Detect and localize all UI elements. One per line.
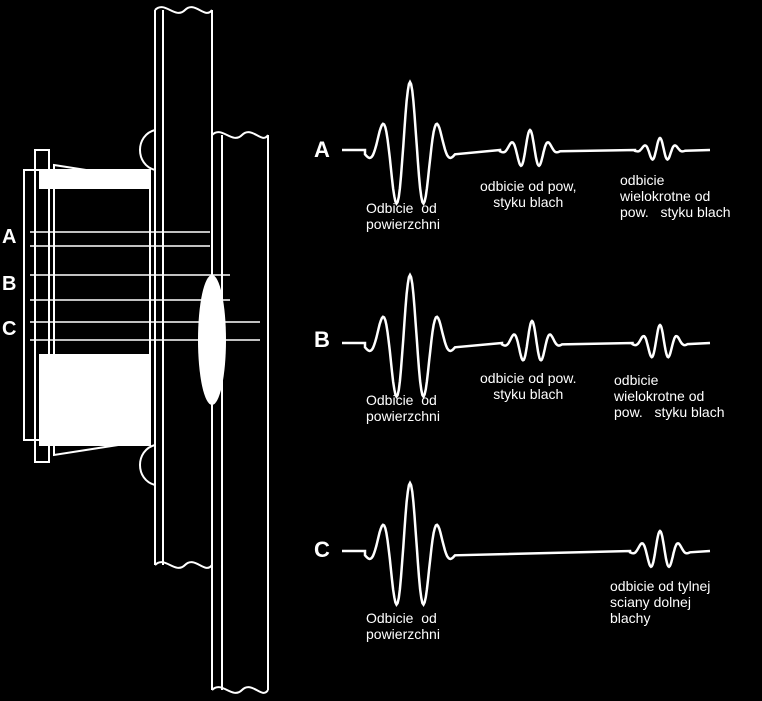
side-label-c: C [2, 318, 17, 340]
trace-b [342, 272, 711, 399]
lower-sheet [211, 131, 269, 694]
b-echo1-label: Odbicie od powierzchni [366, 392, 440, 424]
signal-label-b: B [314, 327, 330, 352]
c-echo1-label: Odbicie od powierzchni [366, 610, 440, 642]
a-echo3-label: odbicie wielokrotne od pow. styku blach [620, 172, 731, 220]
signal-label-a: A [314, 137, 330, 162]
b-echo3-label: odbicie wielokrotne od pow. styku blach [614, 372, 725, 420]
weld-nugget [198, 275, 226, 405]
transducer [23, 149, 151, 463]
signal-label-c: C [314, 537, 330, 562]
side-label-b: B [2, 273, 17, 295]
c-echo3-label: odbicie od tylnej sciany dolnej blachy [610, 578, 711, 626]
side-label-a: A [2, 226, 17, 248]
signal-traces [342, 79, 711, 607]
trace-a [342, 79, 711, 206]
beam-lines [30, 231, 260, 341]
trace-c [342, 480, 711, 607]
a-echo1-label: Odbicie od powierzchni [366, 200, 440, 232]
a-echo2-label: odbicie od pow, styku blach [480, 178, 577, 210]
b-echo2-label: odbicie od pow. styku blach [480, 370, 577, 402]
